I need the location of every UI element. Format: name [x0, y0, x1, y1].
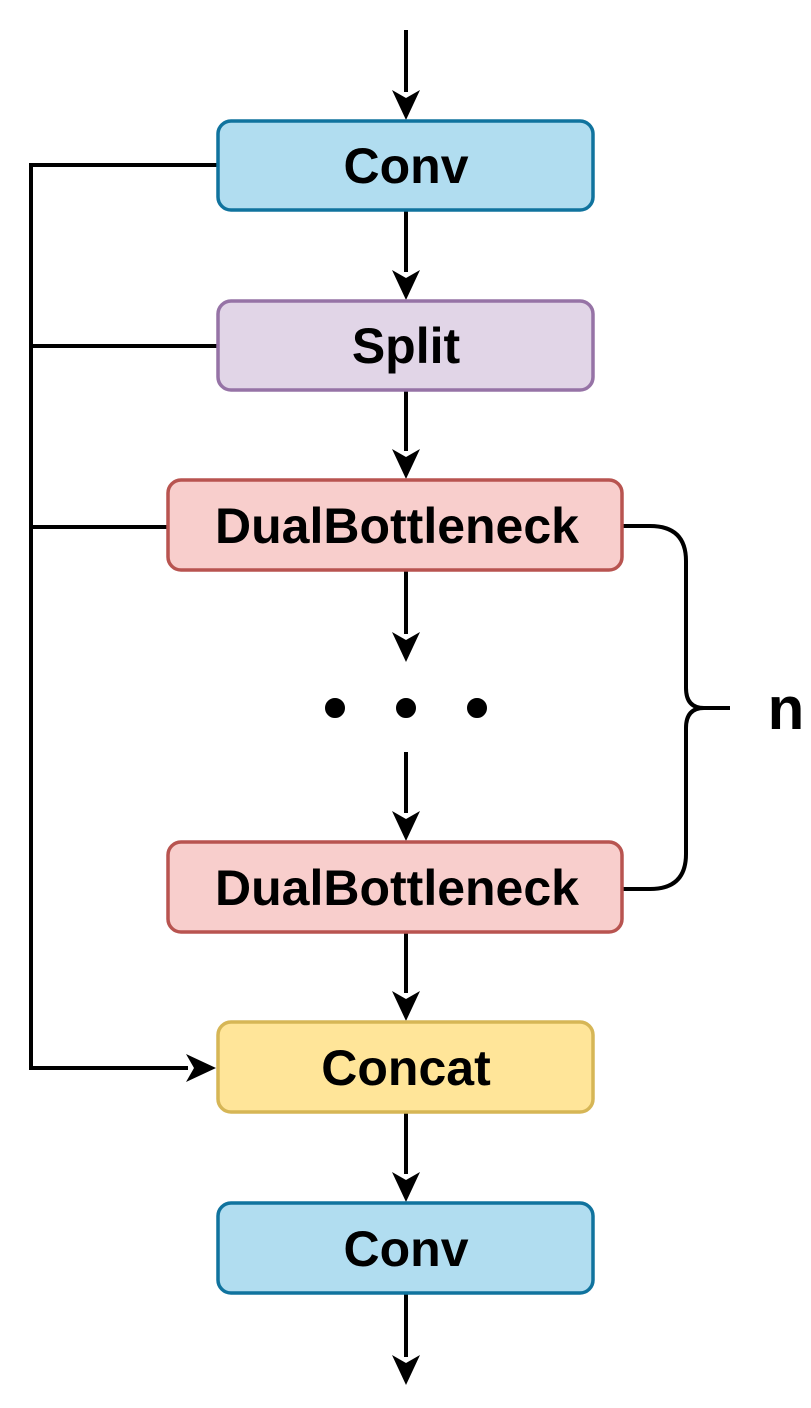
node-layer: Conv Split DualBottleneck DualBottleneck… — [166, 119, 624, 1295]
edge-ellipsis-to-dualbottleneck-last — [392, 752, 420, 841]
ellipsis-dot — [467, 698, 487, 718]
node-concat: Concat — [216, 1020, 595, 1114]
node-concat-label: Concat — [321, 1040, 491, 1096]
node-conv-top-label: Conv — [344, 138, 469, 194]
brace-top-half — [622, 524, 730, 710]
edge-input-to-conv — [392, 30, 420, 120]
skip-trunk-line — [29, 163, 218, 1070]
node-conv-bottom-label: Conv — [344, 1221, 469, 1277]
arrowhead-down-icon — [392, 449, 420, 479]
node-conv-bottom-box — [216, 1201, 595, 1295]
ellipsis-dot — [396, 698, 416, 718]
node-dualbottleneck-first: DualBottleneck — [166, 478, 624, 572]
edge-conv-bottom-to-output — [392, 1293, 420, 1385]
node-split: Split — [216, 299, 595, 392]
node-dualbottleneck-last-box — [166, 840, 624, 934]
ellipsis-dot — [325, 698, 345, 718]
node-concat-box — [216, 1020, 595, 1114]
node-split-label: Split — [352, 318, 461, 374]
edge-conv-to-split — [392, 210, 420, 300]
arrowhead-right-icon — [186, 1054, 216, 1082]
edge-layer — [29, 30, 730, 1385]
node-dualbottleneck-first-box — [166, 478, 624, 572]
brace-bottom-half — [622, 706, 705, 891]
node-conv-top: Conv — [216, 119, 595, 212]
edge-dualbottleneck-last-to-concat — [392, 932, 420, 1021]
arrowhead-down-icon — [392, 632, 420, 662]
node-split-box — [216, 299, 595, 392]
repeat-count-label: n — [768, 675, 805, 742]
edge-concat-to-conv-bottom — [392, 1112, 420, 1202]
node-conv-bottom: Conv — [216, 1201, 595, 1295]
node-dualbottleneck-last: DualBottleneck — [166, 840, 624, 934]
arrowhead-down-icon — [392, 1172, 420, 1202]
arrowhead-down-icon — [392, 1355, 420, 1385]
edge-dualbottleneck-first-to-ellipsis — [392, 570, 420, 662]
edge-split-to-dualbottleneck-first — [392, 390, 420, 479]
arrowhead-down-icon — [392, 90, 420, 120]
ellipsis-dots — [325, 698, 487, 718]
node-dualbottleneck-last-label: DualBottleneck — [215, 860, 579, 916]
node-conv-top-box — [216, 119, 595, 212]
arrowhead-down-icon — [392, 811, 420, 841]
node-dualbottleneck-first-label: DualBottleneck — [215, 498, 579, 554]
arrowhead-down-icon — [392, 270, 420, 300]
arrowhead-down-icon — [392, 991, 420, 1021]
skip-connection-trunk — [29, 163, 218, 1082]
repeat-brace — [622, 524, 730, 891]
